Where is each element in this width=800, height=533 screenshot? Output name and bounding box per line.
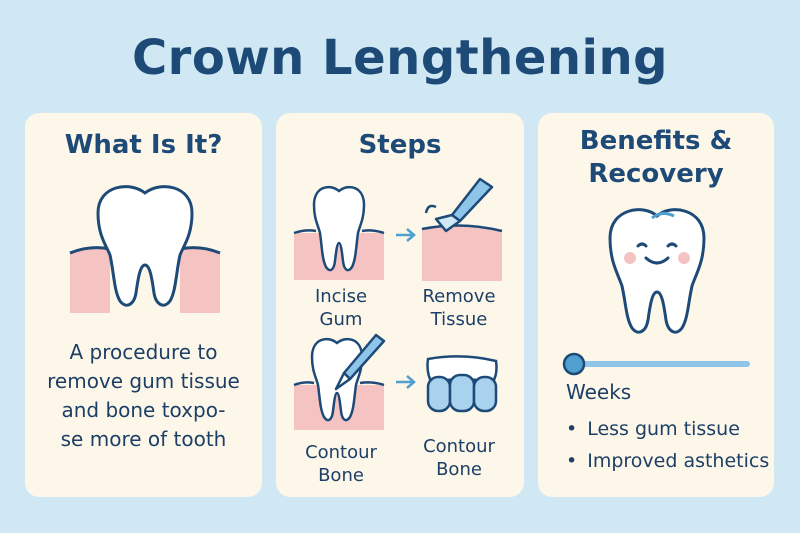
arrow-right-icon bbox=[396, 375, 416, 389]
step-label: Contour Bone bbox=[286, 441, 396, 487]
description-line: se more of tooth bbox=[60, 427, 227, 451]
panel-benefits-recovery: Benefits & Recovery Weeks Less gum tissu… bbox=[538, 113, 774, 497]
step-label-line: Gum bbox=[319, 309, 363, 330]
step-label-line: Tissue bbox=[430, 309, 488, 330]
timeline-label: Weeks bbox=[566, 380, 632, 404]
happy-tooth-icon bbox=[608, 208, 706, 334]
step-label-line: Contour bbox=[305, 442, 377, 463]
step-label-line: Bone bbox=[318, 465, 364, 486]
procedure-description: A procedure to remove gum tissue and bon… bbox=[25, 338, 262, 454]
tooth-in-gum-illustration bbox=[69, 185, 221, 313]
panel-title-steps: Steps bbox=[358, 130, 442, 160]
panel-what-is-it: What Is It? A procedure to remove gum ti… bbox=[25, 113, 262, 497]
description-line: remove gum tissue bbox=[47, 369, 240, 393]
arrow-right-icon bbox=[396, 228, 416, 242]
step-remove-tissue-illustration bbox=[421, 177, 503, 281]
panel-title-line: Recovery bbox=[588, 159, 724, 189]
description-line: and bone toxpo- bbox=[61, 398, 226, 422]
recovery-timeline-slider bbox=[562, 352, 750, 376]
list-item: Less gum tissue bbox=[566, 413, 769, 445]
step-label-line: Contour bbox=[423, 436, 495, 457]
step-contour-bone-illustration bbox=[293, 333, 386, 430]
benefits-list: Less gum tissue Improved asthetics bbox=[566, 413, 769, 477]
step-label: Contour Bone bbox=[404, 435, 514, 481]
panel-title-line: Benefits & bbox=[579, 126, 733, 156]
step-label-line: Bone bbox=[436, 459, 482, 480]
step-incise-gum-illustration bbox=[293, 185, 385, 280]
list-item: Improved asthetics bbox=[566, 445, 769, 477]
step-contoured-bone-illustration bbox=[426, 355, 498, 413]
panel-title-what-is-it: What Is It? bbox=[64, 130, 223, 160]
step-label-line: Remove bbox=[422, 286, 496, 307]
description-line: A procedure to bbox=[69, 340, 218, 364]
panel-title-benefits: Benefits & Recovery bbox=[538, 125, 774, 191]
page-title: Crown Lengthening bbox=[131, 30, 669, 86]
step-label-line: Incise bbox=[314, 286, 368, 307]
step-label: Incise Gum bbox=[286, 285, 396, 331]
step-label: Remove Tissue bbox=[404, 285, 514, 331]
panel-steps: Steps Incise Gum Remove Tissue bbox=[276, 113, 524, 497]
